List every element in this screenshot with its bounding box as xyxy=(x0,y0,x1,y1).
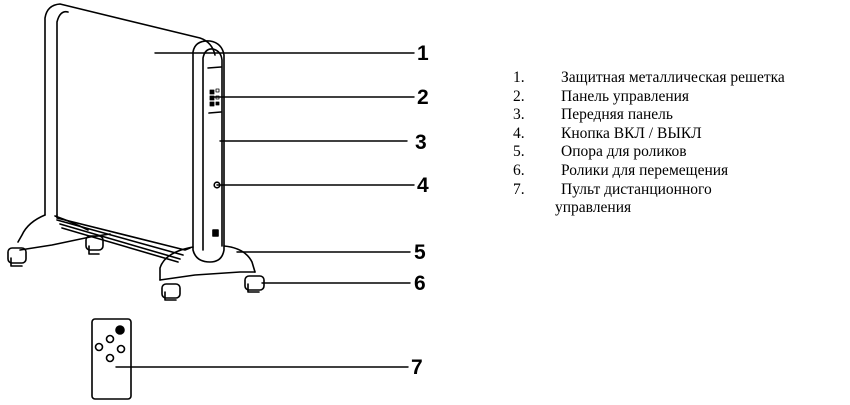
legend-item: 5. Опора для роликов xyxy=(513,143,785,162)
control-buttons xyxy=(209,88,220,107)
legend-label: Пульт дистанционного xyxy=(561,180,712,198)
leader-lines xyxy=(115,52,415,368)
callout-1: 1 xyxy=(417,42,429,65)
legend-label: Опора для роликов xyxy=(561,143,687,161)
callout-2: 2 xyxy=(417,86,429,109)
legend-number: 6. xyxy=(513,161,525,179)
legend-number: 1. xyxy=(513,69,525,86)
callout-5: 5 xyxy=(414,241,426,264)
legend-item: 6. Ролики для перемещения xyxy=(513,162,785,181)
legend-label: Защитная металлическая решетка xyxy=(561,69,785,86)
legend-item: 7. Пульт дистанционного xyxy=(513,181,785,200)
legend-item: 2. Панель управления xyxy=(513,88,785,107)
legend-label: Передняя панель xyxy=(561,106,673,124)
legend-item: 1. Защитная металлическая решетка xyxy=(513,69,785,88)
callout-6: 6 xyxy=(414,272,426,295)
legend-number: 5. xyxy=(513,143,525,161)
legend-label: Ролики для перемещения xyxy=(561,161,729,179)
casters xyxy=(7,235,265,301)
legend-label-continuation: управления xyxy=(555,199,632,217)
legend-item: 3. Передняя панель xyxy=(513,106,785,125)
callout-4: 4 xyxy=(417,174,429,197)
legend-number: 4. xyxy=(513,124,525,142)
legend-item-continuation: управления xyxy=(513,199,785,218)
heater-back-panel xyxy=(44,3,216,263)
legend-item: 4. Кнопка ВКЛ / ВЫКЛ xyxy=(513,125,785,144)
legend-number: 2. xyxy=(513,87,525,105)
parts-legend: 1. Защитная металлическая решетка 2. Пан… xyxy=(513,69,785,218)
heater-front-frame xyxy=(192,40,225,263)
heater-base xyxy=(17,214,256,281)
ir-receiver xyxy=(212,229,219,237)
legend-label: Панель управления xyxy=(561,87,690,105)
legend-number: 3. xyxy=(513,106,525,124)
callout-7: 7 xyxy=(411,356,423,379)
callout-3: 3 xyxy=(415,131,427,154)
remote-control xyxy=(91,318,132,400)
legend-number: 7. xyxy=(513,180,525,198)
legend-label: Кнопка ВКЛ / ВЫКЛ xyxy=(561,124,702,142)
